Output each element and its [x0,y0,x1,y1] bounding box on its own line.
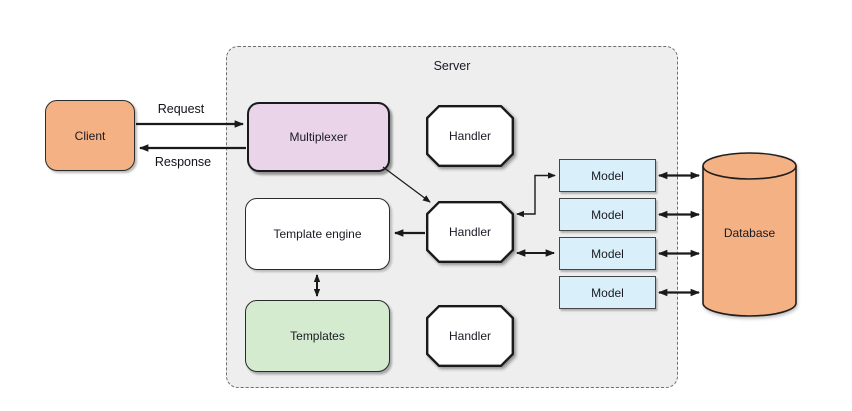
model-label: Model [591,207,624,222]
handler-label: Handler [448,225,492,239]
templates-node: Templates [245,300,390,372]
handler-node-top: Handler [426,105,514,167]
handler-label: Handler [448,129,492,143]
database-node: Database [702,152,797,318]
client-label: Client [74,128,106,143]
octagon-shape [426,105,514,167]
template-engine-label: Template engine [273,227,362,241]
templates-label: Templates [290,329,345,343]
model-node-3: Model [559,237,656,270]
octagon-shape [426,305,514,367]
handler-label: Handler [448,329,492,343]
model-node-1: Model [559,159,656,192]
database-cylinder [702,152,797,317]
octagon-shape [426,201,514,263]
server-group-label: Server [433,59,471,73]
model-label: Model [591,246,624,261]
model-label: Model [591,168,624,183]
handler-node-middle: Handler [426,201,514,263]
model-label: Model [591,285,624,300]
multiplexer-label: Multiplexer [289,130,348,144]
template-engine-node: Template engine [245,198,390,270]
multiplexer-node: Multiplexer [247,102,390,172]
database-label: Database [723,226,776,240]
model-node-4: Model [559,276,656,309]
handler-node-bottom: Handler [426,305,514,367]
model-node-2: Model [559,198,656,231]
client-node: Client [45,100,135,171]
request-edge-label: Request [157,102,205,116]
response-edge-label: Response [154,155,212,169]
